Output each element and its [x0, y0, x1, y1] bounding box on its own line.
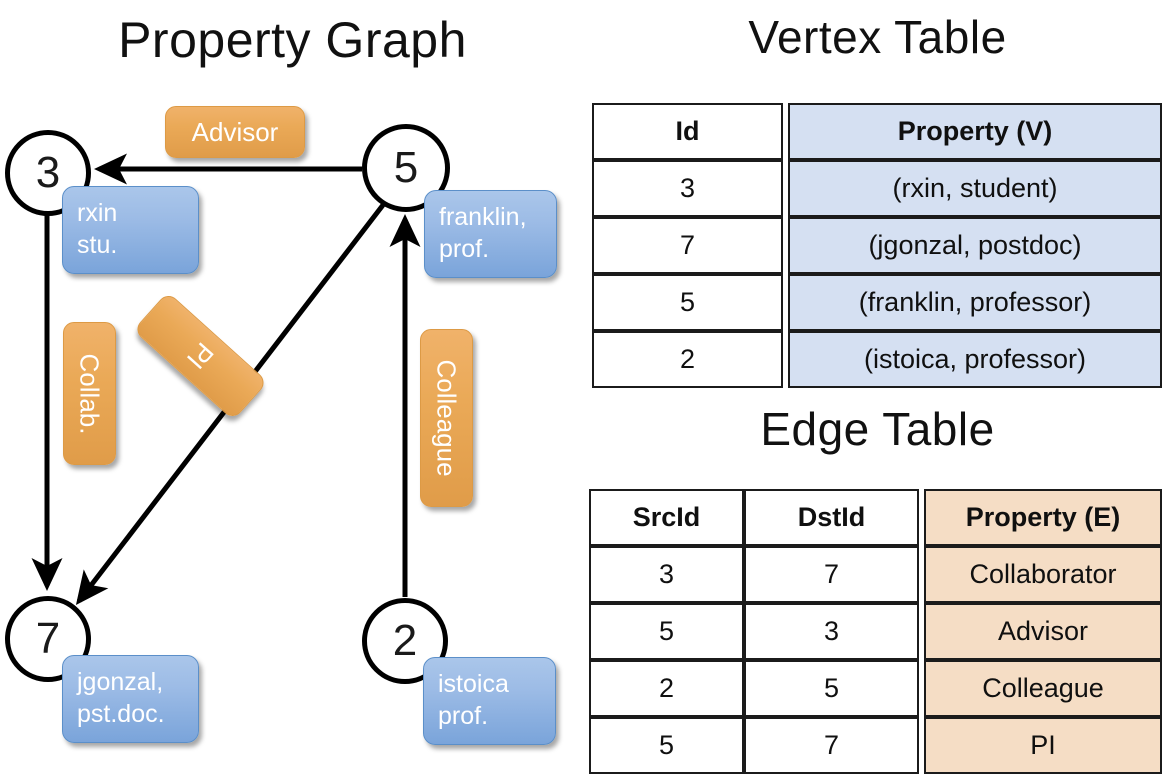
- vertex-property-box-5-line1: franklin,: [439, 203, 527, 231]
- edge-cell-srcid: 3: [589, 546, 744, 603]
- vertex-table: Id Property (V) 3 (rxin, student) 7 (jgo…: [592, 103, 1162, 388]
- page-title-vertex-table: Vertex Table: [748, 11, 1007, 63]
- table-row: 5 (franklin, professor): [592, 274, 1162, 331]
- edge-table-header-row: SrcId DstId Property (E): [589, 489, 1162, 546]
- edge-cell-property: PI: [924, 717, 1162, 774]
- edge-label-collab-text: Collab.: [74, 353, 105, 434]
- edge-cell-srcid: 2: [589, 660, 744, 717]
- vertex-property-box-7-line1: jgonzal,: [77, 668, 164, 696]
- edge-table-col-dstid: DstId: [744, 489, 919, 546]
- vertex-cell-property: (rxin, student): [788, 160, 1162, 217]
- edge-label-pi-text: PI: [181, 336, 220, 376]
- edge-table-col-property: Property (E): [924, 489, 1162, 546]
- vertex-table-col-id: Id: [592, 103, 783, 160]
- vertex-node-7-label: 7: [35, 614, 61, 663]
- vertex-table-col-property: Property (V): [788, 103, 1162, 160]
- vertex-node-3-label: 3: [35, 148, 61, 197]
- vertex-cell-property: (franklin, professor): [788, 274, 1162, 331]
- edge-table-col-srcid: SrcId: [589, 489, 744, 546]
- table-row: 2 (istoica, professor): [592, 331, 1162, 388]
- edge-label-advisor-text: Advisor: [191, 117, 279, 147]
- vertex-cell-id: 3: [592, 160, 783, 217]
- vertex-property-box-2-line2: prof.: [438, 702, 489, 730]
- vertex-node-5[interactable]: 5: [362, 124, 450, 212]
- edge-cell-dstid: 3: [744, 603, 919, 660]
- vertex-property-box-5-line2: prof.: [439, 235, 490, 263]
- vertex-property-box-7: jgonzal, pst.doc.: [62, 655, 199, 743]
- table-row: 3 (rxin, student): [592, 160, 1162, 217]
- edge-cell-property: Collaborator: [924, 546, 1162, 603]
- table-row: 5 3 Advisor: [589, 603, 1162, 660]
- vertex-table-header-row: Id Property (V): [592, 103, 1162, 160]
- vertex-property-box-3-line1: rxin: [77, 199, 118, 227]
- edge-cell-dstid: 7: [744, 717, 919, 774]
- table-row: 7 (jgonzal, postdoc): [592, 217, 1162, 274]
- edge-cell-srcid: 5: [589, 603, 744, 660]
- vertex-property-box-5: franklin, prof.: [424, 190, 557, 278]
- page-title-edge-table: Edge Table: [760, 403, 995, 455]
- edge-cell-property: Colleague: [924, 660, 1162, 717]
- vertex-property-box-3: rxin stu.: [62, 186, 199, 274]
- edge-cell-dstid: 7: [744, 546, 919, 603]
- vertex-property-box-3-line2: stu.: [77, 231, 118, 259]
- edge-label-colleague-text: Colleague: [431, 359, 462, 477]
- vertex-property-box-2: istoica prof.: [423, 657, 556, 745]
- edge-cell-dstid: 5: [744, 660, 919, 717]
- vertex-cell-id: 2: [592, 331, 783, 388]
- edge-table: SrcId DstId Property (E) 3 7 Collaborato…: [589, 489, 1162, 774]
- property-graph-diagram: 3 5 7 2 rxin stu. franklin, prof. jgonza…: [0, 0, 585, 760]
- vertex-property-box-7-line2: pst.doc.: [77, 700, 165, 728]
- edge-label-colleague: Colleague: [420, 329, 473, 507]
- vertex-cell-property: (jgonzal, postdoc): [788, 217, 1162, 274]
- page-title-property-graph: Property Graph: [118, 12, 467, 68]
- table-row: 3 7 Collaborator: [589, 546, 1162, 603]
- edge-cell-srcid: 5: [589, 717, 744, 774]
- vertex-cell-id: 7: [592, 217, 783, 274]
- edge-label-collab: Collab.: [63, 322, 116, 465]
- vertex-node-5-label: 5: [393, 143, 419, 192]
- vertex-cell-id: 5: [592, 274, 783, 331]
- table-row: 5 7 PI: [589, 717, 1162, 774]
- vertex-cell-property: (istoica, professor): [788, 331, 1162, 388]
- vertex-node-2[interactable]: 2: [362, 598, 448, 684]
- vertex-property-box-2-line1: istoica: [438, 670, 509, 698]
- edge-cell-property: Advisor: [924, 603, 1162, 660]
- edge-label-advisor: Advisor: [165, 106, 305, 158]
- table-row: 2 5 Colleague: [589, 660, 1162, 717]
- vertex-node-2-label: 2: [392, 616, 418, 665]
